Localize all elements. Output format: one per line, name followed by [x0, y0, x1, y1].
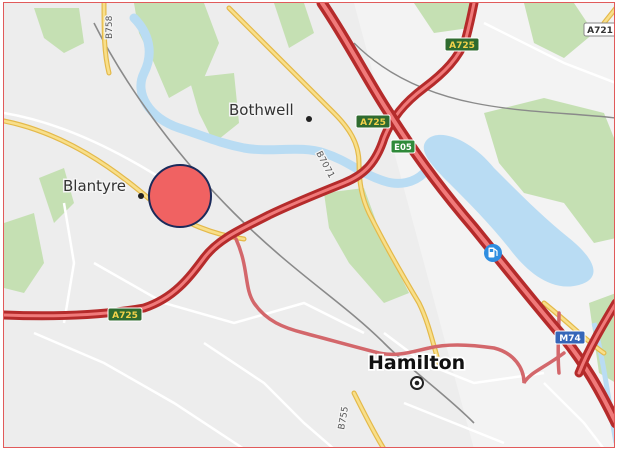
blantyre-dot-icon: [138, 193, 144, 199]
loch-water: [423, 134, 594, 287]
minor-road: [33, 331, 244, 447]
woodland-patch: [274, 3, 314, 48]
b-road: [227, 6, 441, 365]
minor-road: [62, 202, 76, 324]
woodland-patch: [4, 213, 44, 293]
railway-line: [93, 22, 475, 424]
b-road: [102, 3, 111, 75]
m74-motorway: [316, 3, 614, 429]
woodland-patch: [34, 8, 84, 53]
place-label-blantyre[interactable]: Blantyre: [62, 176, 128, 197]
b-road: [352, 391, 385, 447]
svg-text:E05: E05: [394, 143, 412, 153]
woodland-patch: [524, 3, 594, 58]
woodland-patch: [414, 3, 474, 33]
road-label-b758: B758: [105, 15, 115, 39]
minor-road: [203, 341, 334, 447]
place-label-bothwell[interactable]: Bothwell: [228, 100, 296, 121]
minor-road: [483, 21, 614, 84]
svg-text:A725: A725: [360, 118, 386, 128]
woodland-patch: [484, 98, 614, 243]
minor-road: [383, 332, 545, 385]
woodland-patch: [134, 3, 219, 98]
m74-shield: M74: [554, 330, 586, 345]
minor-road: [93, 261, 365, 335]
minor-roads: [4, 21, 614, 447]
a725-road: [4, 3, 479, 321]
fuel-station-icon[interactable]: [484, 244, 502, 262]
m74-fill: [320, 3, 614, 424]
minor-road: [543, 382, 605, 447]
bothwell-dot-icon: [306, 116, 312, 122]
a725-shield-mid: A725: [355, 114, 391, 129]
svg-text:M74: M74: [559, 334, 580, 344]
a-road: [234, 237, 566, 384]
a725-shield-left: A725: [107, 307, 143, 322]
railway-line: [353, 42, 614, 119]
svg-text:A725: A725: [449, 41, 475, 51]
woodland-patch: [189, 73, 239, 143]
selected-location-marker[interactable]: [148, 164, 212, 228]
a725-shield-top: A725: [444, 37, 480, 52]
place-label-hamilton[interactable]: Hamilton: [366, 350, 467, 376]
a725-fill: [4, 3, 476, 318]
e05-shield: E05: [390, 139, 416, 154]
b-road: [4, 119, 246, 241]
b-road: [602, 8, 614, 25]
woodland-patch: [324, 188, 409, 303]
m74-spur-fill: [577, 303, 614, 375]
town-center-icon: [410, 376, 424, 390]
a721-shield: A721: [583, 22, 614, 37]
map-view[interactable]: Bothwell Blantyre Hamilton B7071 B758 B7…: [3, 2, 615, 448]
map-canvas[interactable]: Bothwell Blantyre Hamilton B7071 B758 B7…: [4, 3, 615, 448]
river-clyde: [129, 13, 429, 188]
svg-text:A725: A725: [112, 311, 138, 321]
minor-road: [403, 401, 505, 445]
svg-text:A721: A721: [587, 26, 613, 36]
